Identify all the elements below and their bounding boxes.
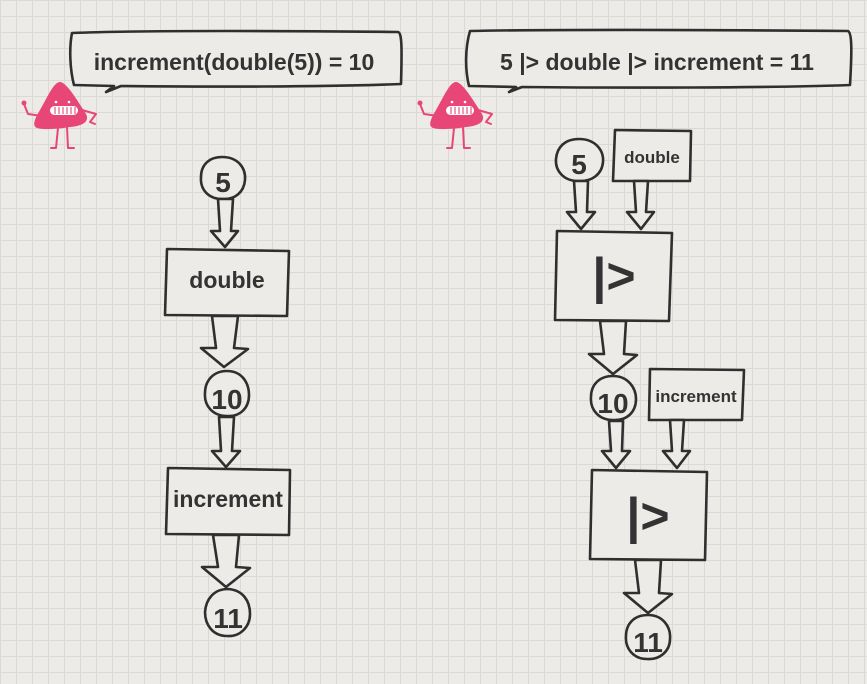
left-input-value: 5 — [215, 167, 231, 198]
right-arrow-3b — [661, 418, 692, 470]
right-function-box-double: double — [611, 128, 693, 183]
right-pipe2-label: |> — [626, 488, 669, 545]
right-input-node: 5 — [554, 137, 605, 183]
left-function-box-increment: increment — [164, 466, 292, 537]
right-result-node: 11 — [624, 613, 672, 661]
left-arrow-1 — [209, 197, 240, 249]
left-arrow-3 — [210, 415, 242, 469]
right-arrow-1b — [625, 179, 656, 231]
left-arrow-2 — [199, 314, 250, 369]
left-arrow-4 — [200, 533, 252, 589]
left-mascot — [20, 81, 97, 149]
right-arrow-2 — [587, 319, 639, 376]
right-mascot — [416, 81, 493, 149]
right-speech-bubble: 5 |> double |> increment = 11 — [464, 28, 853, 94]
left-input-node: 5 — [199, 155, 247, 201]
right-fn2-label: increment — [655, 387, 737, 406]
right-arrow-3a — [600, 419, 632, 470]
right-mid-node: 10 — [589, 374, 638, 422]
left-mid-value: 10 — [211, 384, 242, 415]
right-speech-text: 5 |> double |> increment = 11 — [500, 49, 814, 75]
left-speech-bubble: increment(double(5)) = 10 — [68, 29, 403, 94]
left-result-node: 11 — [203, 587, 252, 638]
right-fn1-label: double — [624, 148, 680, 167]
right-pipe1-label: |> — [592, 248, 635, 305]
right-input-value: 5 — [571, 149, 587, 180]
left-fn2-label: increment — [173, 486, 283, 512]
left-fn1-label: double — [189, 267, 264, 293]
left-result-value: 11 — [213, 603, 243, 634]
right-function-box-increment: increment — [647, 367, 746, 422]
right-pipe-box-1: |> — [553, 229, 674, 323]
right-mid-value: 10 — [597, 388, 628, 419]
right-pipe-box-2: |> — [588, 468, 709, 562]
left-speech-text: increment(double(5)) = 10 — [94, 49, 375, 75]
right-panel: 5 |> double |> increment = 11 5 double |… — [416, 28, 853, 661]
left-panel: increment(double(5)) = 10 5 double 10 in… — [20, 29, 403, 638]
right-arrow-4 — [622, 558, 674, 615]
right-arrow-1a — [565, 179, 597, 231]
left-function-box-double: double — [163, 247, 291, 318]
left-mid-node: 10 — [203, 369, 251, 418]
right-result-value: 11 — [633, 627, 663, 658]
